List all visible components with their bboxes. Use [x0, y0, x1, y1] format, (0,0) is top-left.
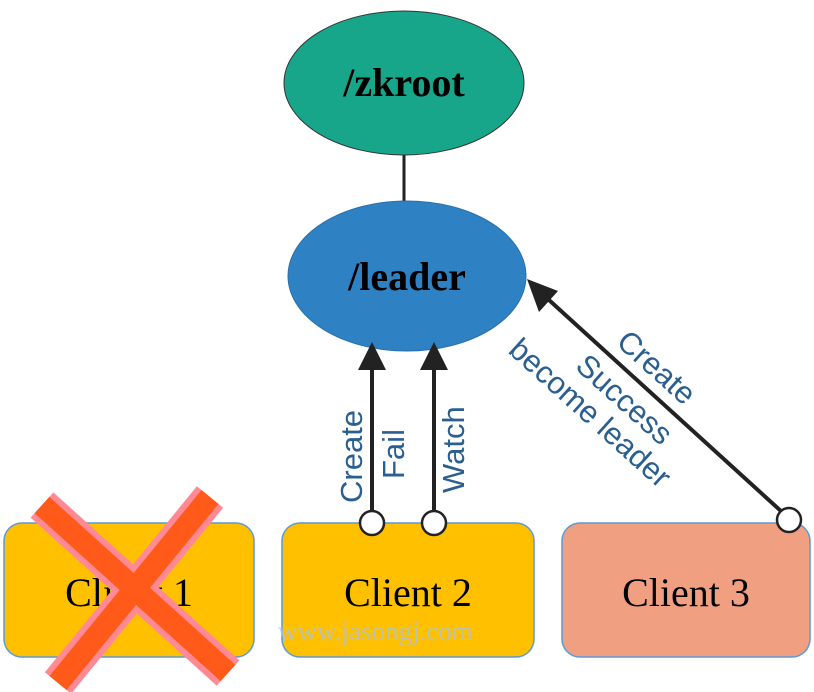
client2-create-label-line2: Fail [376, 429, 411, 479]
client2-label: Client 2 [344, 570, 472, 615]
leader-node[interactable]: /leader [287, 200, 527, 352]
client2-box [281, 522, 535, 658]
client2-create-label: Create Fail [334, 410, 411, 503]
client2-create-origin [358, 509, 386, 537]
client3-create-arrowhead [527, 279, 558, 312]
watermark-text: www.jasongj.com [278, 616, 473, 646]
client2-node[interactable]: Client 2 [281, 522, 535, 658]
client2-watch-label: Watch [436, 406, 471, 493]
client3-create-arrow [536, 288, 784, 514]
client1-cross-mark [30, 486, 240, 692]
client3-label: Client 3 [622, 570, 750, 615]
client3-create-origin [775, 506, 803, 534]
root-node-shape [283, 10, 525, 156]
cross-stroke-2 [49, 490, 219, 690]
client3-node[interactable]: Client 3 [561, 522, 811, 658]
client2-create-arrowhead [358, 342, 386, 370]
client2-create-label-line1: Create [334, 410, 369, 503]
client2-watch-origin [420, 509, 448, 537]
leader-node-label: /leader [347, 254, 466, 299]
root-node[interactable]: /zkroot [283, 10, 525, 156]
client3-box [561, 522, 811, 658]
client2-watch-arrowhead [420, 342, 448, 370]
root-node-label: /zkroot [342, 60, 465, 105]
leader-node-shape [287, 200, 527, 352]
client2-watch-label-text: Watch [436, 406, 471, 493]
